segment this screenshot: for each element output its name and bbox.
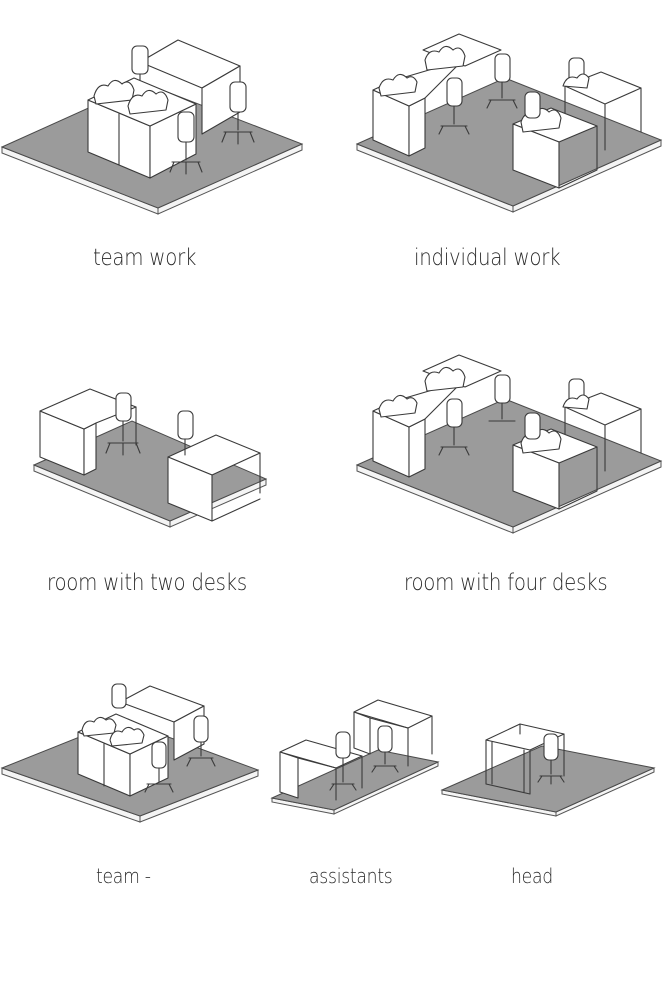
office-chair xyxy=(221,81,255,145)
team-work-illustration xyxy=(0,39,304,215)
label-head: head xyxy=(511,864,553,888)
scene-assistants xyxy=(270,692,440,815)
label-individual-work: individual work xyxy=(414,245,561,271)
office-chair xyxy=(169,111,203,175)
office-chair xyxy=(486,53,518,109)
office-chair xyxy=(562,57,590,89)
monitor xyxy=(424,366,466,392)
label-team: team - xyxy=(96,864,151,888)
office-chair xyxy=(524,412,541,440)
cabinet-front xyxy=(353,711,371,755)
office-chair xyxy=(329,731,357,791)
assistants-illustration xyxy=(270,699,440,815)
monitor xyxy=(424,45,466,71)
label-assistants: assistants xyxy=(309,864,393,888)
head-illustration xyxy=(440,723,656,817)
office-chair xyxy=(438,398,470,456)
office-chair xyxy=(111,683,127,709)
monitor-cluster xyxy=(81,716,145,747)
monitor xyxy=(378,73,418,97)
scene-room-two-desks xyxy=(30,375,270,530)
monitor-cluster xyxy=(93,79,169,115)
scene-team xyxy=(0,670,262,823)
individual-work-illustration xyxy=(355,33,663,213)
cabinet-side xyxy=(83,422,97,476)
cabinet-front xyxy=(279,751,299,799)
office-chair xyxy=(186,715,216,767)
cabinet-side xyxy=(408,97,426,157)
floor-slab xyxy=(440,745,656,813)
office-chair xyxy=(524,91,541,119)
room-four-desks-illustration xyxy=(355,354,663,534)
label-two-desks: room with two desks xyxy=(47,570,247,596)
label-team-work: team work xyxy=(93,245,197,271)
office-chair xyxy=(177,410,194,456)
office-chair xyxy=(371,725,399,773)
office-chair xyxy=(144,741,174,793)
label-four-desks: room with four desks xyxy=(404,570,608,596)
room-two-desks-illustration xyxy=(32,388,268,528)
office-chair xyxy=(105,392,141,456)
scene-team-work xyxy=(0,20,310,215)
scene-head xyxy=(440,704,658,817)
team-illustration xyxy=(0,683,260,823)
scene-room-four-desks xyxy=(355,345,667,534)
cabinet-side xyxy=(408,418,426,478)
office-chair xyxy=(562,378,590,410)
monitor xyxy=(378,394,418,418)
office-chair xyxy=(537,733,565,785)
scene-individual-work xyxy=(355,20,667,213)
office-chair xyxy=(438,77,470,135)
office-chair xyxy=(488,374,516,422)
